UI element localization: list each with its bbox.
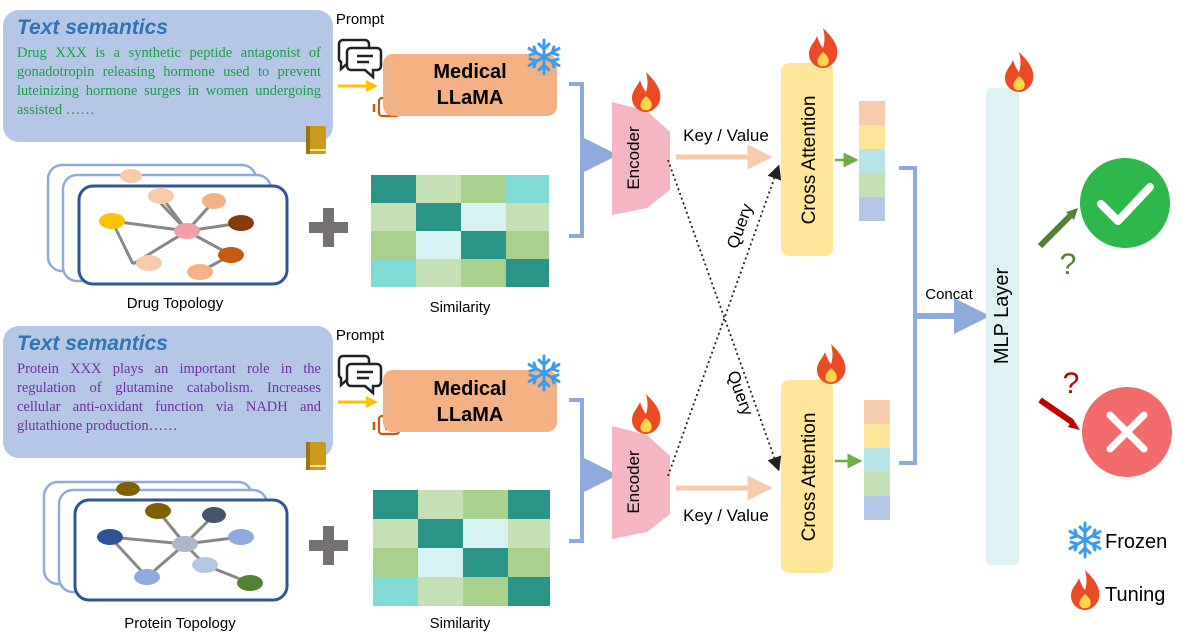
protein-prompt-speech-icon (337, 354, 383, 395)
protein-text-title: Text semantics (17, 332, 168, 355)
drug-output-vector (859, 101, 885, 221)
drug-text-title: Text semantics (17, 16, 168, 39)
concat-bracket (899, 166, 917, 465)
protein-similarity-label: Similarity (430, 615, 491, 632)
drug-kv-label: Key / Value (683, 126, 769, 145)
protein-llama-label-1: Medical (433, 378, 506, 400)
negative-question-icon: ? (1063, 367, 1080, 400)
drug-text-box: Text semantics Drug XXX is a synthetic p… (3, 10, 333, 142)
mlp-flame-icon (1005, 52, 1034, 92)
protein-bracket (569, 398, 584, 543)
protein-query-arrow (667, 164, 782, 477)
drug-query-arrow (667, 159, 782, 472)
legend-frozen-label: Frozen (1105, 531, 1167, 553)
mlp-layer-block (986, 88, 1019, 565)
positive-question-icon: ? (1060, 248, 1077, 281)
protein-llama-label-2: LLaMA (437, 404, 504, 426)
protein-text-box: Text semantics Protein XXX plays an impo… (3, 326, 333, 458)
protein-cross-attention-flame-icon (817, 344, 846, 384)
drug-prompt-speech-icon (337, 38, 383, 79)
concat-label: Concat (925, 286, 973, 303)
protein-book-icon (305, 441, 327, 471)
drug-cross-attention-label: Cross Attention (799, 96, 820, 225)
drug-encoder-flame-icon (632, 72, 661, 112)
protein-topology-graph (42, 480, 289, 602)
legend-snowflake-icon (1068, 521, 1102, 559)
drug-encoder-block (612, 102, 670, 215)
drug-cross-attention-flame-icon (809, 28, 838, 68)
drug-plus-icon (309, 208, 348, 247)
protein-cross-attention-label: Cross Attention (799, 413, 820, 542)
protein-llama-block (383, 370, 557, 432)
drug-prompt-label: Prompt (336, 11, 385, 28)
drug-topology-label: Drug Topology (127, 295, 224, 312)
drug-llama-label-1: Medical (433, 61, 506, 83)
drug-query-label: Query (723, 201, 757, 251)
negative-arrow (1038, 397, 1074, 425)
drug-llama-label-2: LLaMA (437, 87, 504, 109)
drug-llama-block (383, 54, 557, 116)
drug-bracket (569, 82, 584, 238)
drug-encoder-label: Encoder (624, 126, 643, 190)
protein-query-label: Query (723, 368, 757, 418)
legend-tuning-label: Tuning (1105, 584, 1165, 606)
drug-text-body: Drug XXX is a synthetic peptide antagoni… (17, 45, 321, 118)
legend-flame-icon (1071, 570, 1100, 610)
protein-encoder-flame-icon (632, 394, 661, 434)
drug-topology-graph (46, 163, 289, 286)
positive-arrow (1037, 213, 1073, 249)
drug-similarity-label: Similarity (430, 299, 491, 316)
checkmark-icon (1080, 158, 1170, 248)
protein-plus-icon (309, 526, 348, 565)
protein-encoder-block (612, 426, 670, 539)
protein-output-vector (864, 400, 890, 520)
protein-similarity-matrix (373, 490, 550, 606)
mlp-layer-label: MLP Layer (991, 267, 1013, 364)
protein-cross-attention-block (781, 380, 833, 573)
protein-text-body: Protein XXX plays an important role in t… (17, 361, 321, 434)
drug-book-icon (305, 125, 327, 155)
protein-encoder-label: Encoder (624, 450, 643, 514)
protein-prompt-label: Prompt (336, 327, 385, 344)
drug-similarity-matrix (371, 175, 549, 287)
protein-kv-label: Key / Value (683, 506, 769, 525)
protein-topology-label: Protein Topology (124, 615, 236, 632)
drug-cross-attention-block (781, 63, 833, 256)
